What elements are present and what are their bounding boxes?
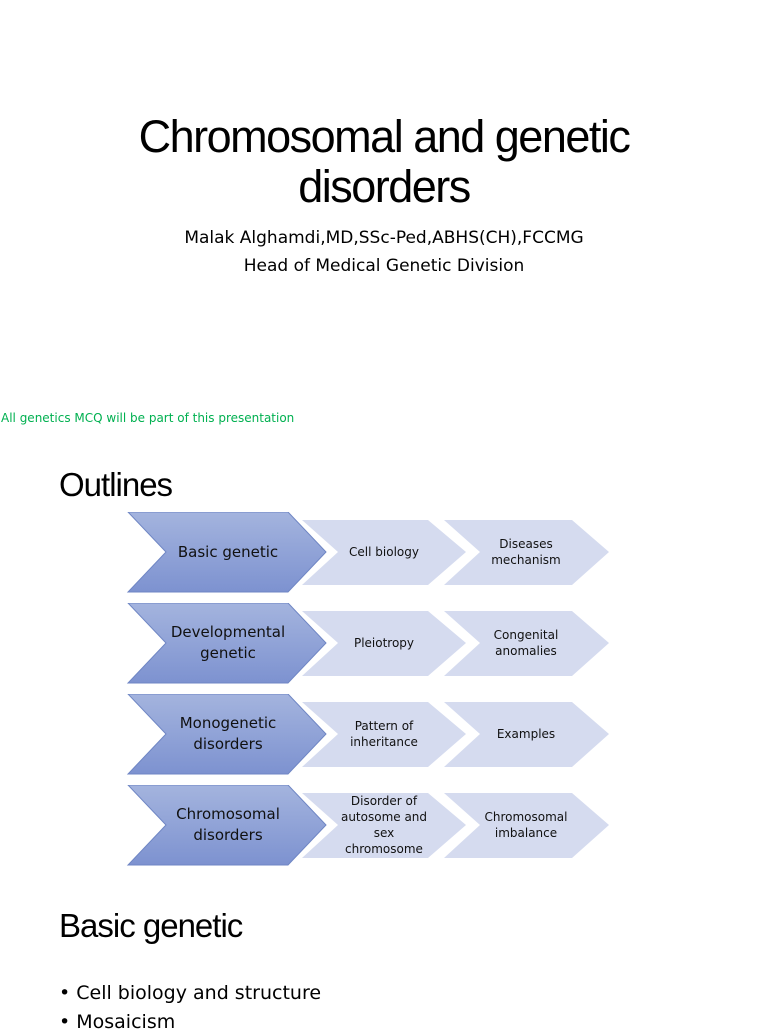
outline-detail-label: Examples <box>496 727 556 741</box>
outline-main-label: Basic genetic <box>177 542 279 561</box>
mcq-note: All genetics MCQ will be part of this pr… <box>1 411 295 425</box>
main-chevron <box>126 512 327 593</box>
detail-chevron <box>302 520 466 585</box>
main-chevron <box>126 694 327 775</box>
detail-chevron <box>444 611 609 676</box>
detail-chevron <box>444 520 609 585</box>
title: Chromosomal and genetic disorders <box>0 112 768 212</box>
basic-genetic-heading: Basic genetic <box>59 907 243 944</box>
main-chevron <box>126 785 327 866</box>
detail-chevron <box>302 702 466 767</box>
chevron-shapes <box>126 694 609 775</box>
detail-chevron <box>302 793 466 858</box>
outline-detail-label: Cell biology <box>349 545 419 559</box>
chevron-shapes <box>126 512 609 593</box>
bullet-item: • Mosaicism <box>59 1011 176 1033</box>
bullet-item: • Cell biology and structure <box>59 982 322 1004</box>
outlines-heading: Outlines <box>59 466 173 503</box>
bullet-text: Cell biology and structure <box>76 982 322 1004</box>
title-line-1: Chromosomal and genetic <box>138 111 631 162</box>
outline-detail-label: Pleiotropy <box>353 636 415 650</box>
detail-chevron <box>444 702 609 767</box>
author-name: Malak Alghamdi,MD,SSc-Ped,ABHS(CH),FCCMG <box>184 228 584 248</box>
detail-chevron <box>444 793 609 858</box>
title-line-2: disorders <box>298 161 471 212</box>
bullet-text: Mosaicism <box>76 1011 176 1033</box>
author-position: Head of Medical Genetic Division <box>243 256 525 276</box>
chevron-shapes <box>126 603 609 684</box>
main-chevron <box>126 603 327 684</box>
detail-chevron <box>302 611 466 676</box>
chevron-shapes <box>126 785 609 866</box>
